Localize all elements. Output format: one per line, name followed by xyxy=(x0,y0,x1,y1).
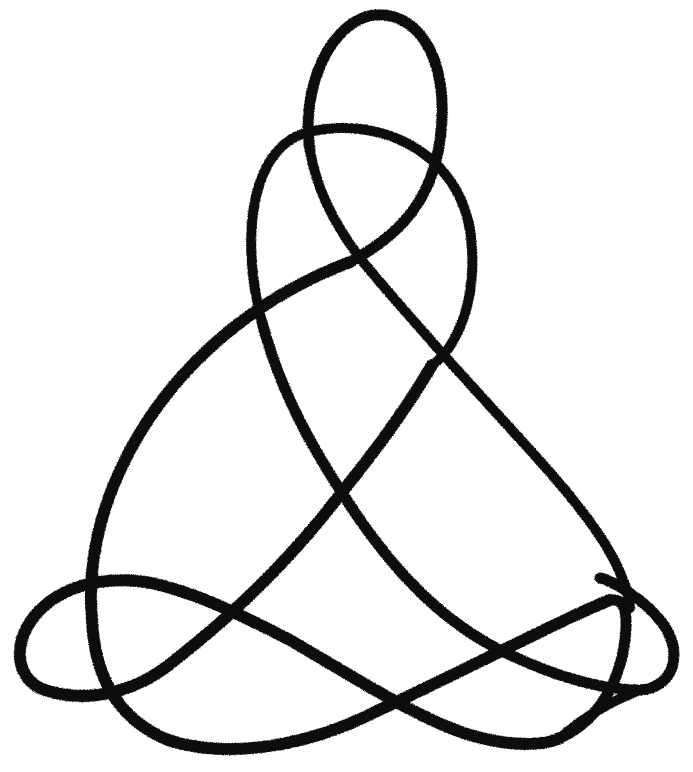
inner-right-to-left-strand xyxy=(20,365,560,744)
right-descending-strand xyxy=(368,268,630,608)
top-loop-strand xyxy=(308,15,442,262)
top-loop-right-strand xyxy=(310,150,368,268)
knot-strands xyxy=(20,15,674,749)
inner-loop-strand xyxy=(251,128,472,365)
